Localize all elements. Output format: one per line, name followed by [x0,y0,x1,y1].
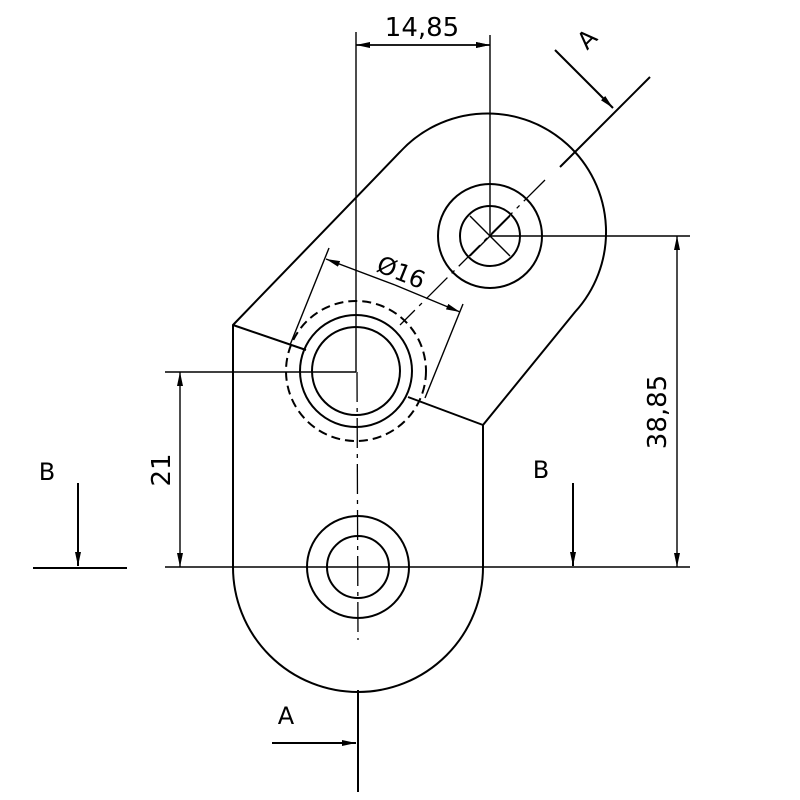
centerlines [165,32,690,641]
part-outline [232,112,608,693]
dimension-label: 38,85 [643,375,673,449]
section-label: B [39,458,55,486]
section-label: A [278,702,295,730]
dimension-14-85: 14,85 [356,13,490,48]
section-marker-b-right: B [533,456,576,566]
section-marker-a-bottom: A [272,690,359,792]
dimension-diameter-16: Ø16 [289,247,464,399]
dimension-38-85: 38,85 [643,236,680,567]
dimension-label: 21 [147,453,177,486]
section-label: B [533,456,549,484]
dimension-label: 14,85 [385,13,459,43]
section-label: A [572,23,604,55]
section-marker-b-left: B [33,458,127,569]
dimension-21: 21 [147,372,183,567]
